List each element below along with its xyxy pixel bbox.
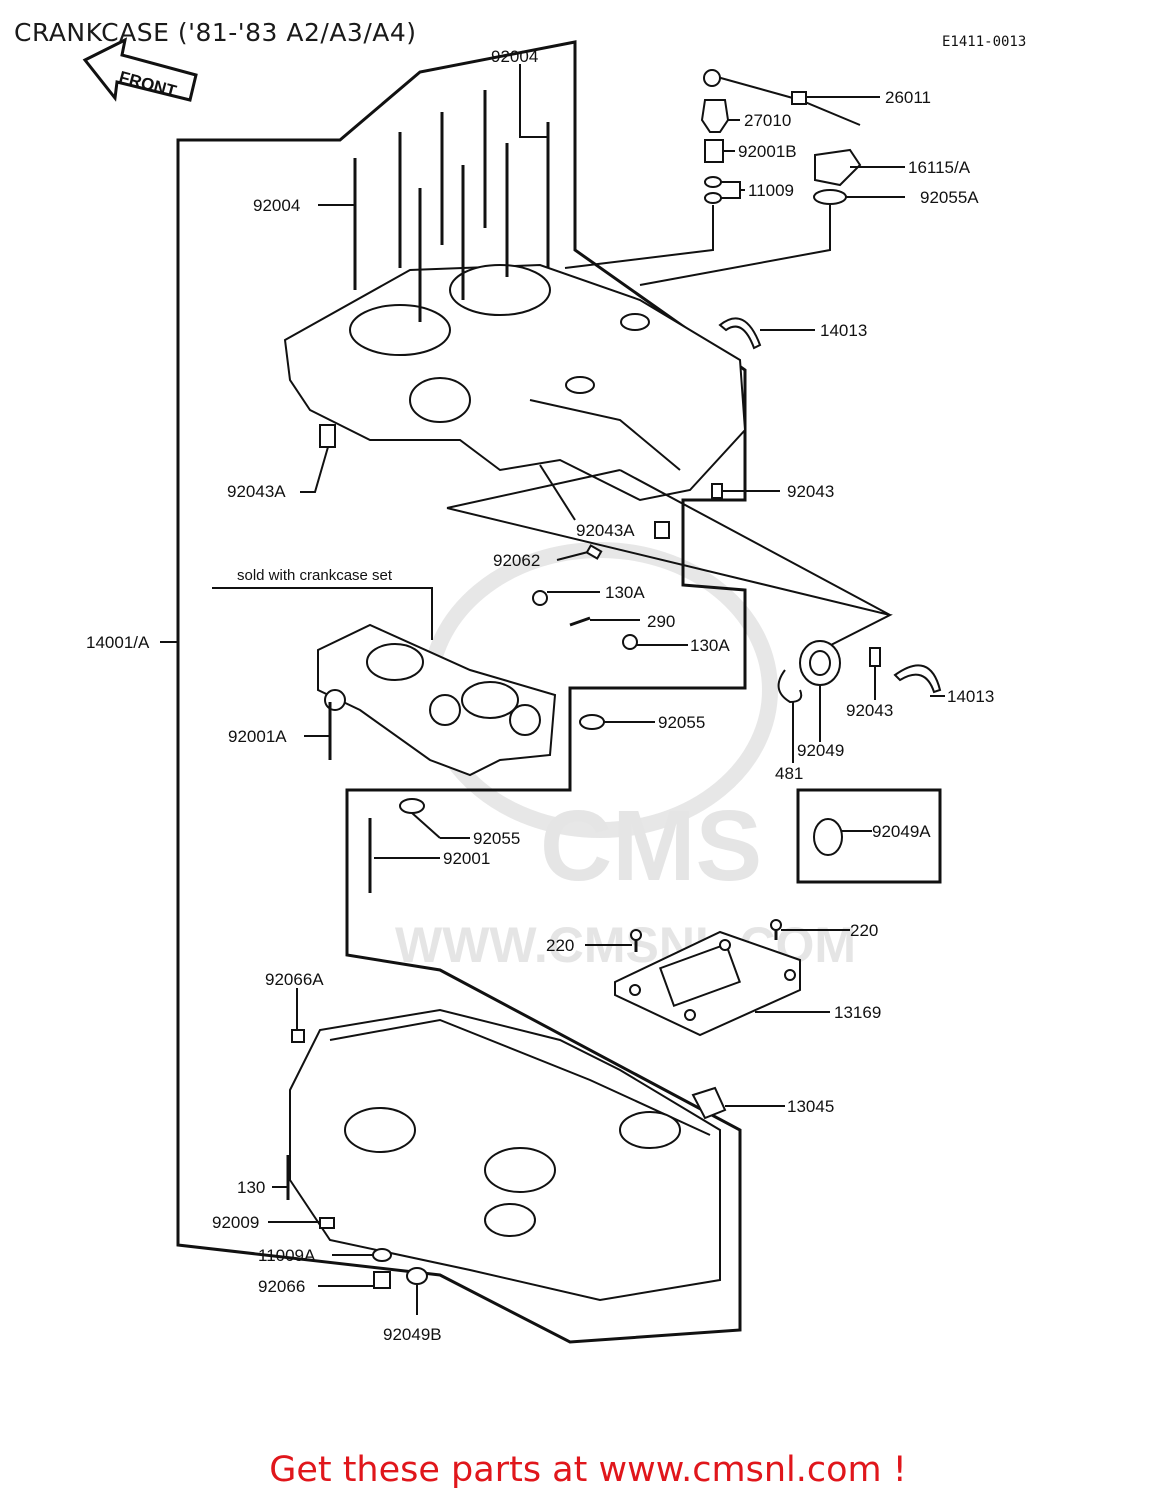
callout-92001A: 92001A: [228, 727, 287, 746]
dowel-92043A-left: [319, 424, 336, 448]
middle-small-parts: [328, 544, 638, 893]
callout-26011: 26011: [885, 88, 931, 107]
callout-92043A-left: 92043A: [227, 482, 286, 501]
lower-small-parts: [286, 1029, 727, 1315]
retaining-ring-14013-top: [718, 317, 762, 350]
callout-92004-top: 92004: [491, 47, 538, 66]
dowel-92043-right: [869, 647, 881, 667]
front-arrow-icon: FRONT: [82, 37, 198, 102]
oil-pressure-switch-group: [564, 69, 862, 286]
callout-220-right: 220: [850, 921, 878, 940]
guide-line: [446, 469, 893, 649]
callout-290: 290: [647, 612, 675, 631]
dowel-92043-top: [711, 483, 723, 499]
callout-92009: 92009: [212, 1213, 259, 1232]
upper-crankcase: [283, 263, 747, 502]
callout-16115A: 16115/A: [908, 158, 971, 177]
callout-92062: 92062: [493, 551, 540, 570]
callout-27010: 27010: [744, 111, 791, 130]
callout-220-left: 220: [546, 936, 574, 955]
leader-lines: [160, 64, 945, 1287]
callout-92001: 92001: [443, 849, 490, 868]
callout-14001A: 14001/A: [86, 633, 150, 652]
callout-92049: 92049: [797, 741, 844, 760]
watermark-brand: CMS: [540, 790, 762, 902]
lower-crankcase: [289, 1008, 721, 1302]
seal-92049A-box: [796, 788, 942, 884]
callout-92049A: 92049A: [872, 822, 931, 841]
callout-14013-top: 14013: [820, 321, 867, 340]
callout-labels: 92004 92004 26011 27010 92001B 16115/A 1…: [86, 47, 994, 1344]
footer-link[interactable]: Get these parts at www.cmsnl.com !: [269, 1450, 907, 1490]
crankshaft-bearing-caps: [317, 623, 557, 777]
crankcase-set-bracket: [176, 40, 747, 1344]
dowel-92043A-mid: [654, 521, 670, 539]
callout-92043-right: 92043: [846, 701, 893, 720]
diagram-code: E1411-0013: [942, 34, 1027, 50]
sold-with-note: sold with crankcase set: [237, 567, 393, 584]
callout-130A-2: 130A: [690, 636, 730, 655]
callout-92004-left: 92004: [253, 196, 300, 215]
sold-with-bracket: [212, 587, 433, 640]
studs-92004: [353, 90, 550, 322]
callout-92001B: 92001B: [738, 142, 797, 161]
callout-92043-top: 92043: [787, 482, 834, 501]
callout-130A-1: 130A: [605, 583, 645, 602]
callout-92055-2: 92055: [473, 829, 520, 848]
callout-92066: 92066: [258, 1277, 305, 1296]
oil-pan-cover-13169: [614, 930, 801, 1037]
callout-14013-right: 14013: [947, 687, 994, 706]
oil-seal-group: [777, 640, 942, 704]
callout-11009: 11009: [748, 181, 794, 200]
callout-11009A: 11009A: [258, 1246, 316, 1265]
screws-220: [630, 919, 782, 952]
callout-92066A: 92066A: [265, 970, 324, 989]
callout-13169: 13169: [834, 1003, 881, 1022]
callout-130: 130: [237, 1178, 265, 1197]
callout-92043A-mid: 92043A: [576, 521, 635, 540]
callout-481: 481: [775, 764, 803, 783]
diagram-title: CRANKCASE ('81-'83 A2/A3/A4): [14, 18, 417, 47]
callout-92055A: 92055A: [920, 188, 979, 207]
callout-92055-1: 92055: [658, 713, 705, 732]
callout-92049B: 92049B: [383, 1325, 442, 1344]
callout-13045: 13045: [787, 1097, 834, 1116]
